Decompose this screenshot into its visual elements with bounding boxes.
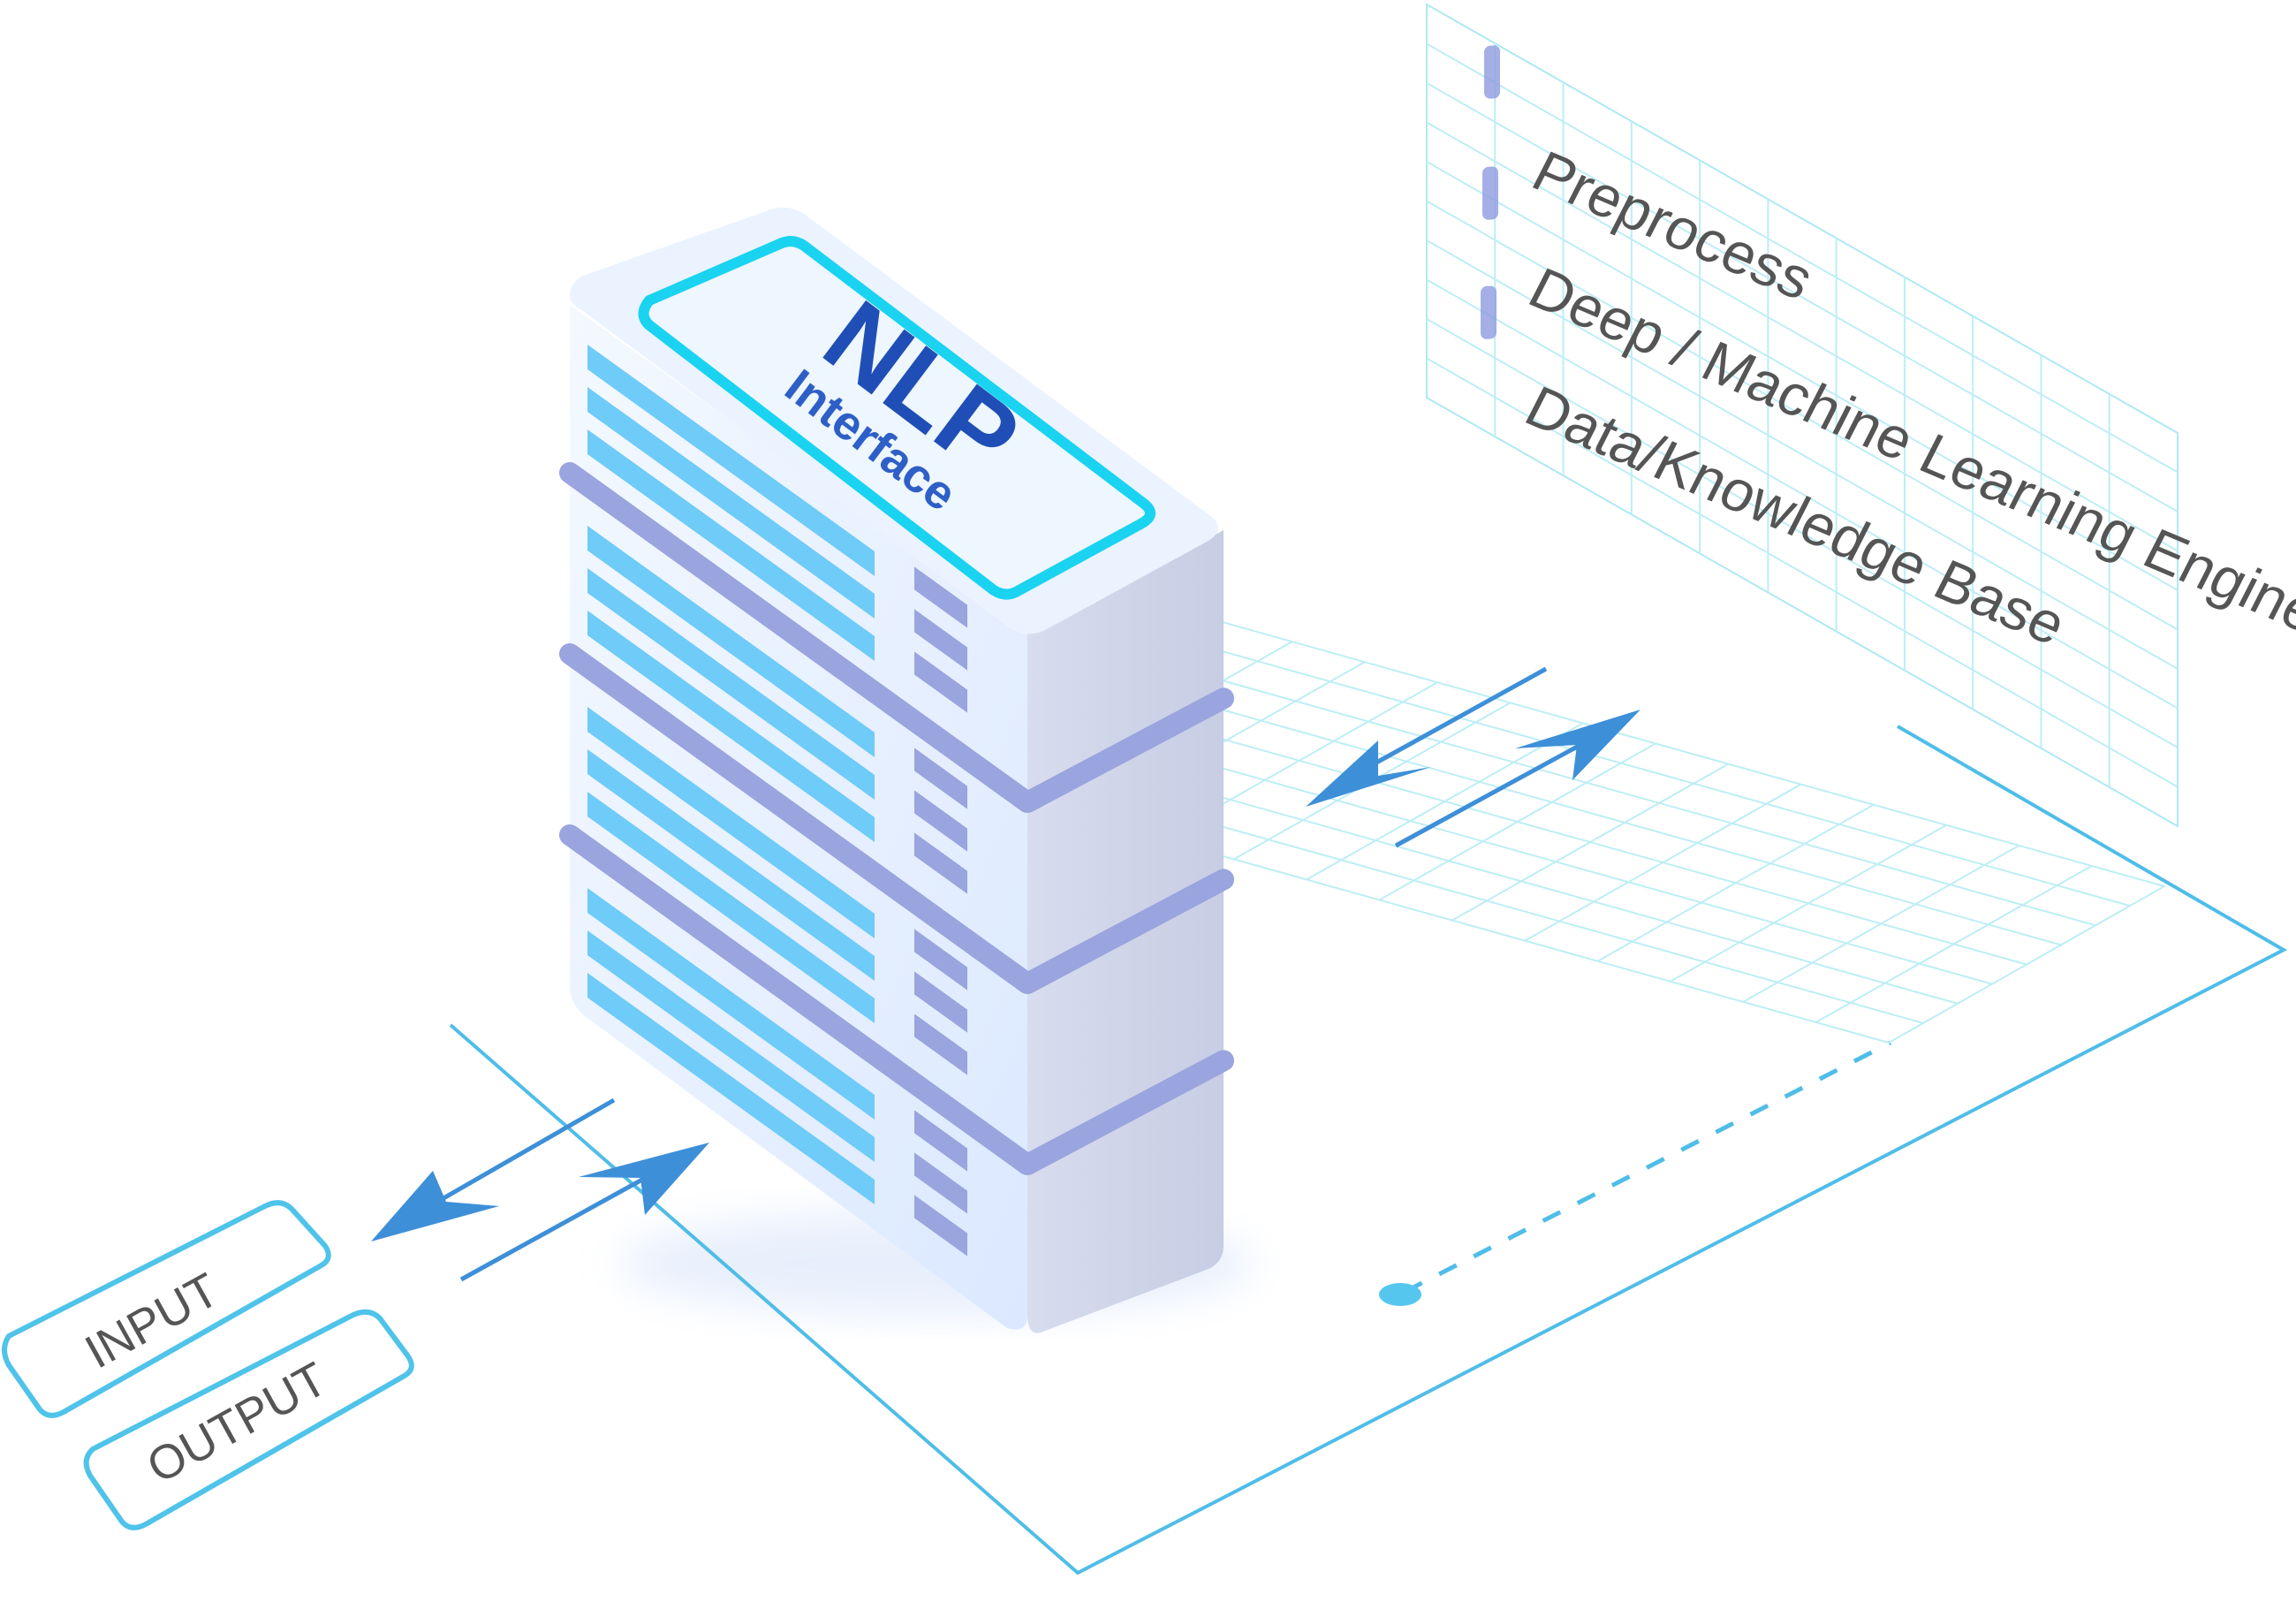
panel-grid-line: [1426, 318, 2179, 748]
vent-slot-long: [587, 611, 875, 842]
arrow-left-icon: [371, 1171, 499, 1241]
vent-slot-short: [914, 1152, 967, 1214]
server-vent-slots: [587, 345, 967, 1257]
connector-dot: [1379, 1283, 1421, 1306]
vent-slot-long: [587, 387, 875, 619]
arrow-right-icon: [579, 1143, 709, 1215]
vent-slot-long: [587, 888, 875, 1120]
vent-slot-long: [587, 568, 875, 800]
nlp-server: NLP Interface: [559, 207, 1234, 1333]
vent-slot-long: [587, 973, 875, 1204]
vent-slot-short: [914, 832, 967, 894]
vent-slot-long: [587, 707, 875, 938]
vent-slot-short: [914, 971, 967, 1033]
panel-grid-line: [1426, 200, 2179, 631]
vent-slot-long: [587, 345, 875, 576]
bullet-marker-3: [1481, 285, 1497, 339]
panel-grid-line: [1426, 239, 2179, 670]
vent-slot-short: [914, 929, 967, 991]
bullet-marker-1: [1484, 45, 1500, 99]
vent-slot-short: [914, 790, 967, 852]
arrows-io-server: [371, 1097, 709, 1282]
vent-slot-short: [914, 748, 967, 809]
bullet-marker-2: [1482, 166, 1498, 220]
vent-slot-long: [587, 749, 875, 981]
arrows-server-panel: [1306, 666, 1641, 848]
vent-slot-long: [587, 792, 875, 1023]
floor-outline: [449, 725, 2288, 1575]
panel-grid-line: [1426, 278, 2179, 710]
vent-slot-short: [914, 1195, 967, 1257]
vent-slot-short: [914, 651, 967, 713]
vent-slot-long: [587, 526, 875, 757]
nlp-label-frame: [638, 236, 1156, 600]
arrow-right-icon: [1515, 710, 1641, 780]
arrow-left-icon: [1306, 740, 1431, 807]
vent-slot-short: [914, 609, 967, 671]
floor-grid-line: [1111, 619, 2131, 907]
server-band: [559, 462, 1234, 813]
panel-grid-line: [1426, 357, 2179, 788]
vent-slot-short: [914, 566, 967, 628]
panel-grid: [1426, 3, 2179, 828]
panel-grid-line: [1426, 42, 2179, 474]
floor-grid-line: [1077, 639, 2096, 927]
vent-slot-long: [587, 930, 875, 1162]
server-bands: [559, 462, 1234, 1175]
vent-slot-long: [587, 429, 875, 661]
panel-grid-line: [1426, 161, 2179, 591]
vent-slot-short: [914, 1110, 967, 1172]
server-band: [559, 824, 1234, 1175]
panel-grid-border: [1426, 3, 2179, 828]
panel-grid-line: [1426, 121, 2179, 552]
vent-slot-short: [914, 1014, 967, 1075]
dashed-connector: [1403, 1040, 1892, 1295]
panel-grid-line: [1426, 82, 2179, 512]
server-band: [559, 643, 1234, 994]
